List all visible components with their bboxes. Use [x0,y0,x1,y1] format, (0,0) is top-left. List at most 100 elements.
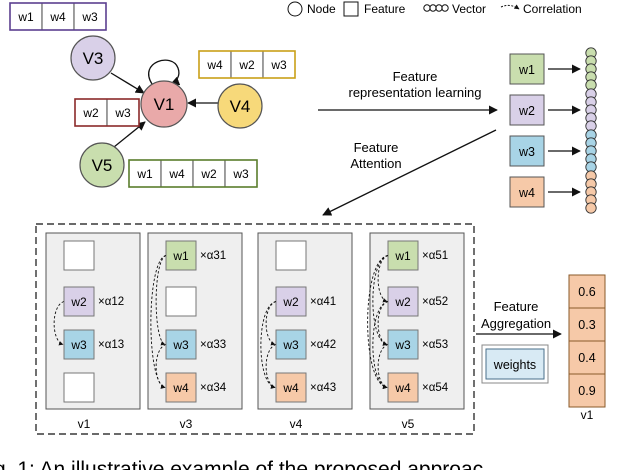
output-value: 0.6 [578,285,595,299]
column-label: v5 [402,417,415,431]
edge-v5-v1 [113,121,146,148]
feature-cell-label: w4 [206,58,223,72]
node-v4-label: V4 [230,97,251,116]
word-vector-w3: w3 [509,129,597,173]
slot-weight-label: ×α13 [98,339,124,351]
feature-cell-label: w3 [81,10,98,24]
legend-vector-label: Vector [452,2,486,16]
word-box-label: w1 [518,63,535,77]
output-cell: 0.3 [568,307,606,342]
weights-box: weights [481,344,549,384]
feature-box-border [74,98,140,127]
caption-text: g. 1: An illustrative example of the pro… [0,458,483,470]
word-box [509,176,545,208]
graph-edges [110,59,218,148]
correlation-curve [372,255,389,346]
vector-icon [585,129,597,173]
feature-cell: w3 [73,2,107,31]
slot-word-label: w3 [394,338,411,352]
slot-weight-label: ×α51 [422,250,448,262]
attention-arrow [322,129,497,216]
feature-cell-label: w2 [82,106,99,120]
feature-legend-icon [343,1,359,17]
node-v4: V4 [217,83,263,129]
feature-cell-label: w4 [168,167,185,181]
correlation-curve [155,344,167,389]
feature-cell-label: w3 [114,106,131,120]
slot-weight-label: ×α43 [310,382,336,394]
feature-cell-label: w3 [232,167,249,181]
feature-cell: w2 [74,98,108,127]
output-cell: 0.6 [568,274,606,309]
correlation-curve [372,301,389,389]
repr-learning-label-line1: Feature [393,69,438,84]
node-v5-label: V5 [92,156,113,175]
slot-word-label: w3 [172,338,189,352]
vector-icon [585,88,597,132]
correlation-curve [377,344,389,389]
slot-word-label: w4 [172,381,189,395]
slot-empty-box [63,240,95,271]
slot-empty-box [63,372,95,403]
slot-word-box [275,372,307,403]
feature-cell: w4 [160,159,194,188]
slot-weight-label: ×α12 [98,296,124,308]
feature-box-border [198,50,296,79]
slot-word-label: w2 [282,295,299,309]
feature-cell: w2 [192,159,226,188]
correlation-curve [155,255,167,346]
word-box [509,135,545,167]
correlation-curve [367,255,389,390]
correlation-curve [53,301,65,346]
legend: Node Feature Vector Correlation [287,1,582,17]
attention-columns: v1w2×α12w3×α13v3w1×α31w3×α33w4×α34v4w2×α… [45,232,465,431]
word-box [509,94,545,126]
slot-weight-label: ×α53 [422,339,448,351]
node-v5: V5 [79,142,125,188]
vector-icon [585,170,597,214]
legend-node-label: Node [307,2,336,16]
slot-word-label: w4 [394,381,411,395]
slot-weight-label: ×α33 [200,339,226,351]
output-value: 0.4 [578,351,595,365]
repr-learning-label-line2: representation learning [349,85,482,100]
vector-icon [585,47,597,91]
vector-legend-icon [423,4,449,12]
feature-box-v5: w1 w4 w2 w3 [128,159,258,188]
word-vector-w1: w1 [509,47,597,91]
slot-word-box [387,286,419,317]
column-label: v4 [290,417,303,431]
output-cell: 0.9 [568,373,606,408]
slot-word-label: w2 [70,295,87,309]
output-value: 0.9 [578,384,595,398]
word-box-label: w2 [518,104,535,118]
feature-box-border [128,159,258,188]
slot-weight-label: ×α34 [200,382,227,394]
correlation-curve [265,344,277,389]
output-cell: 0.4 [568,340,606,375]
node-v1: V1 [140,80,188,128]
feature-cell-label: w2 [200,167,217,181]
slot-word-box [165,240,197,271]
attention-label-line1: Feature [354,140,399,155]
feature-cell-label: w1 [136,167,153,181]
slot-weight-label: ×α31 [200,250,226,262]
feature-box-border [9,2,107,31]
slot-word-label: w4 [282,381,299,395]
column-label: v3 [180,417,193,431]
feature-cell-label: w2 [238,58,255,72]
weights-label: weights [493,358,536,372]
slot-word-label: w2 [394,295,411,309]
column-v3: v3 w1 ×α31 w3 ×α33 w4 ×α34 [147,232,243,431]
slot-word-box [63,286,95,317]
output-value: 0.3 [578,318,595,332]
slot-word-label: w1 [172,249,189,263]
correlation-curve [260,301,277,389]
legend-correlation-label: Correlation [523,2,582,16]
feature-cell-label: w4 [49,10,66,24]
slot-word-box [165,372,197,403]
